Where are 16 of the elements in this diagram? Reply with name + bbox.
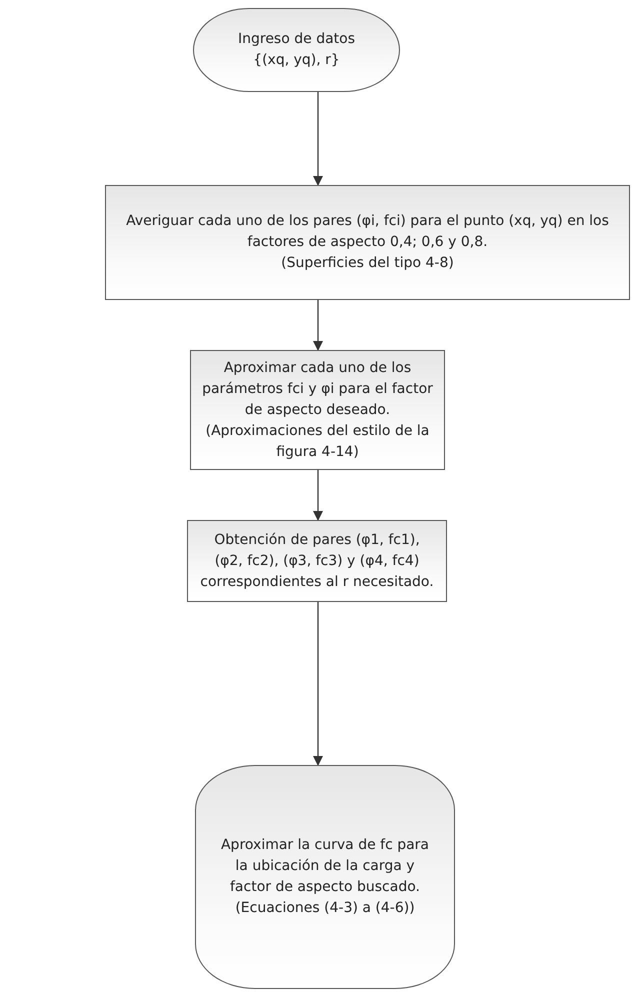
process-box — [105, 185, 630, 300]
node-text: Averiguar cada uno de los pares (φi, fci) para el punto (xq, yq) en los factores de aspecto 0,4; 0,6 y 0,8. — [125, 212, 610, 252]
node-text: (Aproximaciones del estilo de la figura 4-14) — [204, 422, 430, 462]
process-box — [190, 350, 445, 470]
node-text: Obtención de pares (φ1, fc1), (φ2, fc2), (φ3, fc3) y (φ4, fc4) correspondientes al r necesitado. — [199, 530, 435, 592]
node-text: Ingreso de datos {(xq, yq), r} — [236, 30, 356, 70]
node-text: Aproximar cada uno de los parámetros fci y φi para el factor de aspecto deseado. — [201, 358, 434, 420]
arrow — [313, 602, 323, 766]
node-text: (Ecuaciones (4-3) a (4-6)) — [235, 899, 415, 918]
terminal-node — [195, 765, 455, 989]
process-box — [187, 520, 447, 602]
node-text: Aproximar la curva de fc para la ubicación de la carga y factor de aspecto buscado. — [220, 836, 430, 897]
node-text: (Superficies del tipo 4-8) — [281, 254, 454, 273]
arrow — [313, 300, 323, 351]
arrow — [313, 470, 323, 521]
arrow — [313, 92, 323, 186]
